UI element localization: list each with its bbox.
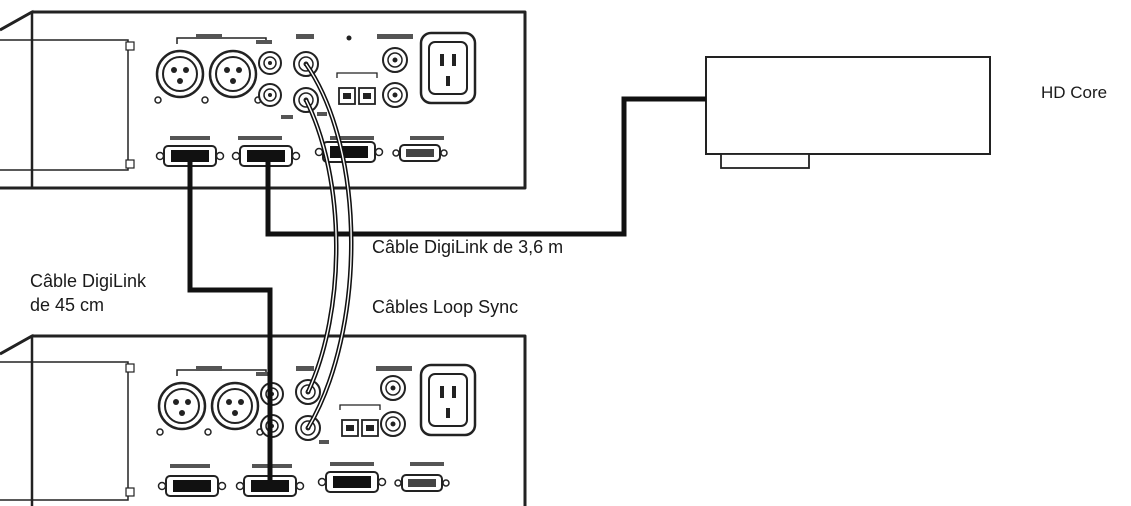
top-interface [0, 9, 527, 190]
hd-core-label: HD Core [1041, 83, 1108, 102]
cable-digilink-long [265, 96, 706, 237]
cable-long-label: Câble DigiLink de 3,6 m [372, 237, 564, 257]
bottom-interface [0, 333, 527, 506]
cable-short-label-line2: de 45 cm [30, 295, 105, 315]
loop-sync-label: Câbles Loop Sync [372, 297, 519, 317]
hd-core-unit [705, 56, 991, 169]
cable-short-label-line1: Câble DigiLink [30, 271, 147, 291]
cable-digilink-short [187, 160, 273, 486]
